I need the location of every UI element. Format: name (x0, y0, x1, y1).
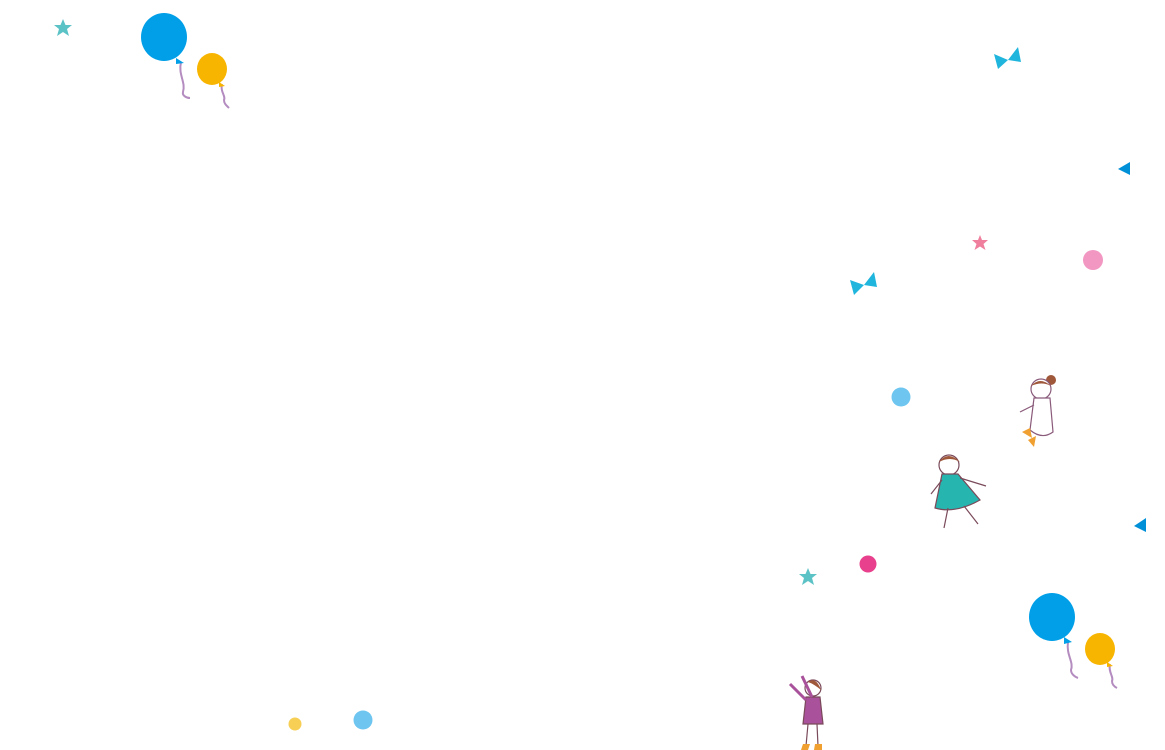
balloon-icon (141, 13, 187, 61)
star-icon (799, 568, 817, 585)
balloon-icon (1029, 593, 1075, 641)
balloon-string-icon (220, 83, 230, 109)
dot-icon (288, 717, 302, 731)
balloon-knot-icon (1064, 637, 1072, 644)
balloon-knot-icon (176, 58, 184, 64)
balloon-icon (197, 53, 227, 85)
dot-icon (891, 387, 911, 407)
balloon-pair-bottom-right (1029, 593, 1118, 689)
triangle-icon (1134, 518, 1146, 532)
child-figure-icon (930, 454, 987, 529)
dot-icon (353, 710, 373, 730)
ribbon-icon (994, 47, 1021, 69)
balloon-string-icon (1066, 641, 1079, 679)
balloon-string-icon (179, 61, 191, 99)
ribbon-icon (850, 272, 877, 295)
child-figure-icon (788, 675, 824, 750)
dot-icon (1083, 250, 1103, 270)
balloon-knot-icon (219, 82, 225, 87)
star-icon (972, 235, 988, 250)
balloon-knot-icon (1107, 662, 1113, 667)
balloon-string-icon (1108, 663, 1118, 689)
child-figure-icon (1019, 375, 1056, 447)
balloon-pair-top-left (141, 13, 230, 109)
star-icon (54, 19, 72, 36)
triangle-icon (1118, 162, 1130, 175)
balloon-icon (1085, 633, 1115, 665)
dot-icon (859, 555, 877, 573)
